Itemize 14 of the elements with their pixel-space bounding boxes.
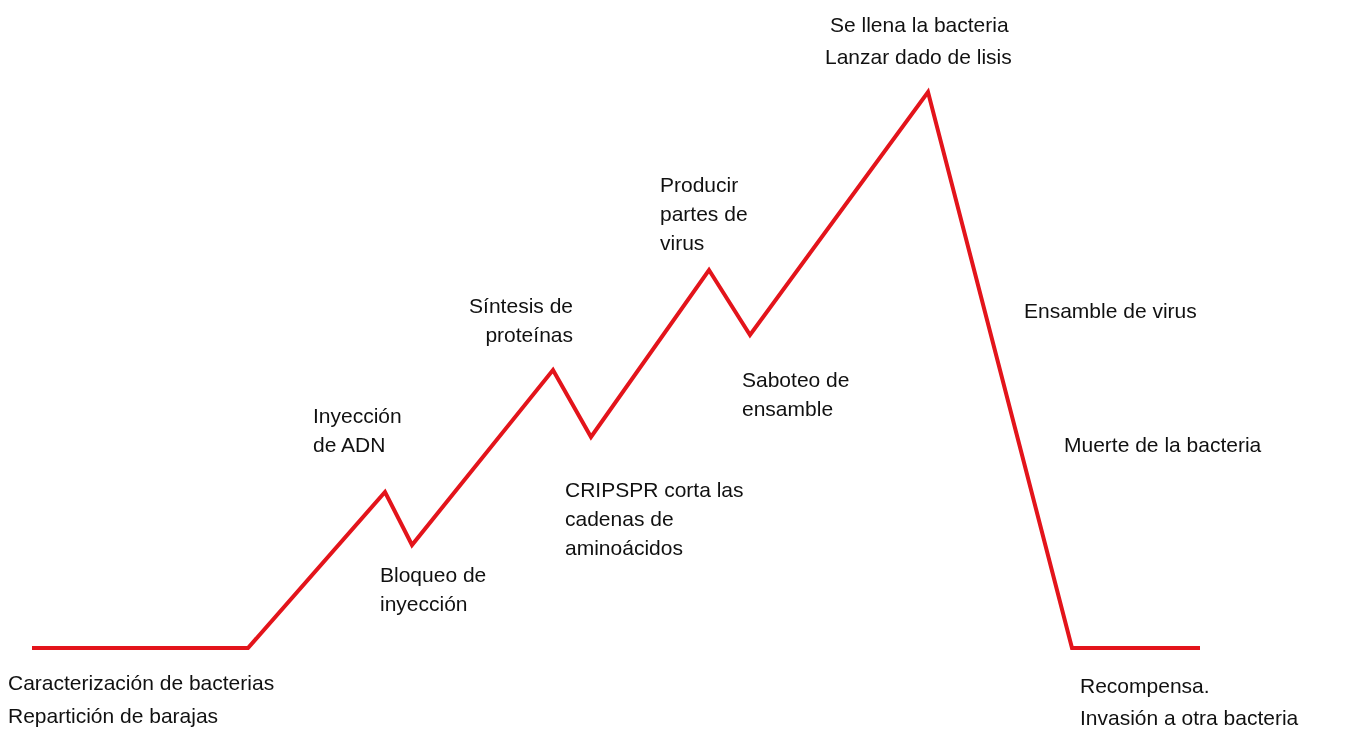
stage-label: Ensamble de virus (1024, 298, 1197, 324)
stage-label: CRIPSPR corta las cadenas de aminoácidos (565, 477, 745, 561)
stage-label: Saboteo de ensamble (742, 367, 851, 422)
stage-label: Recompensa. (1080, 673, 1210, 699)
stage-label: Invasión a otra bacteria (1080, 705, 1299, 729)
stage-label: Muerte de la bacteria (1064, 432, 1262, 458)
stage-label: Lanzar dado de lisis (825, 44, 1012, 70)
stage-label: Repartición de barajas (8, 703, 219, 729)
stage-label: Bloqueo de inyección (380, 562, 488, 617)
stage-label: Producir partes de virus (660, 172, 749, 256)
stage-label: Síntesis de proteínas (468, 293, 573, 348)
stage-label: Se llena la bacteria (830, 12, 1009, 38)
stage-label: Caracterización de bacterias (8, 670, 275, 696)
stage-label: Inyección de ADN (313, 403, 403, 458)
